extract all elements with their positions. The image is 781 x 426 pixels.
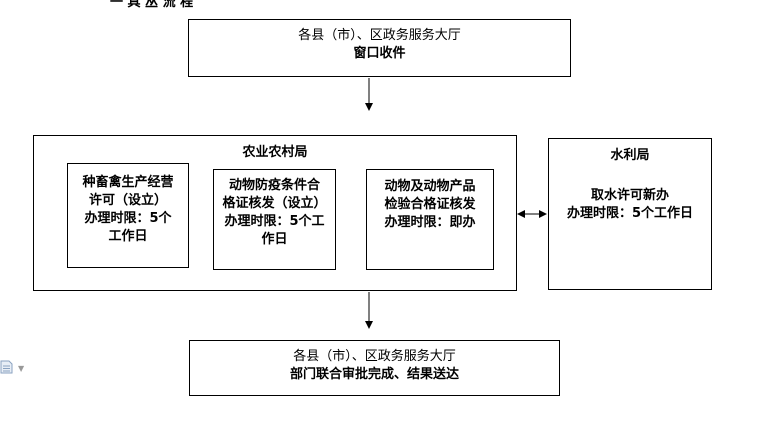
agri-item-livestock: 种畜禽生产经营 许可（设立） 办理时限：5个 工作日 (67, 163, 189, 268)
agri-item-line: 办理时限：5个工 (224, 214, 325, 229)
agri-item-line: 动物防疫条件合 (228, 178, 320, 193)
agri-item-line: 格证核发（设立） (222, 196, 327, 211)
chevron-down-icon[interactable]: ▼ (18, 364, 25, 373)
intake-line2: 窗口收件 (353, 46, 406, 61)
agri-item-line: 办理时限：5个 (84, 211, 172, 226)
intake-window-box: 各县（市）、区政务服务大厅 窗口收件 (188, 19, 571, 77)
agri-group-box: 农业农村局 种畜禽生产经营 许可（设立） 办理时限：5个 工作日 动物防疫条件合… (33, 135, 517, 291)
result-line2: 部门联合审批完成、结果送达 (289, 367, 459, 382)
agri-item-epidemic-prevention: 动物防疫条件合 格证核发（设立） 办理时限：5个工 作日 (213, 169, 336, 270)
cut-off-heading: 一 具 丛 流 程 (110, 0, 194, 10)
agri-item-quarantine: 动物及动物产品 检验合格证核发 办理时限：即办 (366, 169, 494, 270)
agri-item-line: 办理时限：即办 (384, 215, 476, 230)
agri-item-line: 许可（设立） (88, 193, 167, 208)
water-bureau-line1: 取水许可新办 (590, 188, 669, 203)
result-delivery-box: 各县（市）、区政务服务大厅 部门联合审批完成、结果送达 (189, 340, 560, 396)
agri-item-line: 作日 (261, 232, 288, 247)
agri-item-line: 工作日 (108, 229, 148, 244)
document-icon[interactable] (0, 360, 14, 374)
water-bureau-box: 水利局 取水许可新办 办理时限：5个工作日 (548, 138, 712, 290)
result-line1: 各县（市）、区政务服务大厅 (293, 349, 456, 364)
intake-line1: 各县（市）、区政务服务大厅 (298, 28, 461, 43)
agri-item-line: 检验合格证核发 (384, 197, 476, 212)
water-bureau-title: 水利局 (610, 148, 650, 163)
agri-item-line: 种畜禽生产经营 (82, 175, 174, 190)
agri-item-line: 动物及动物产品 (384, 179, 476, 194)
agri-group-title: 农业农村局 (242, 145, 308, 160)
water-bureau-line2: 办理时限：5个工作日 (566, 206, 694, 221)
